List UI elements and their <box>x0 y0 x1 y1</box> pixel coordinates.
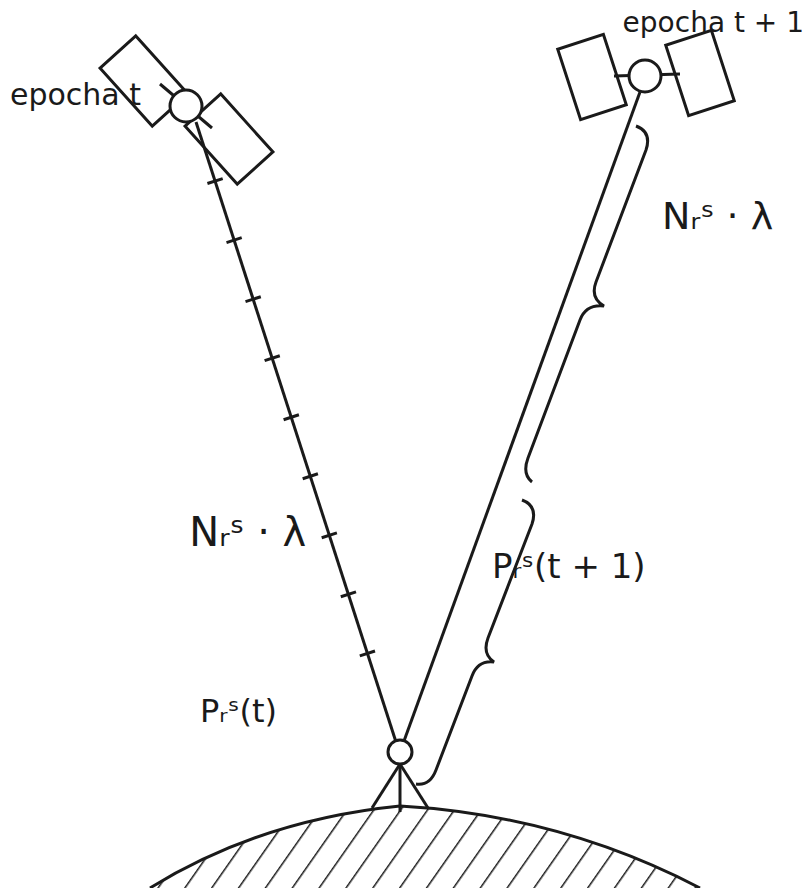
tick-mark <box>207 179 222 184</box>
receiver <box>388 740 412 764</box>
tick-mark <box>360 651 375 656</box>
brace-ambiguity <box>526 126 648 482</box>
satellite-t1 <box>558 30 735 119</box>
ground-outline <box>150 806 700 888</box>
epoch-label: epocha t <box>10 78 141 111</box>
tick-mark <box>284 415 299 420</box>
ambiguity-label: Nᵣˢ · λ <box>189 510 306 554</box>
tick-mark <box>265 356 280 361</box>
wavelength-ticks <box>207 179 375 656</box>
range-label: Pᵣˢ(t) <box>200 694 277 729</box>
tick-mark <box>246 297 261 302</box>
epoch-label: epocha t + 1 <box>623 8 804 39</box>
signal-line-t <box>196 122 396 742</box>
tick-mark <box>322 533 337 538</box>
ground-hatching <box>140 790 720 888</box>
tick-mark <box>341 592 356 597</box>
brace-range <box>416 500 534 784</box>
tick-mark <box>303 474 318 479</box>
tick-mark <box>227 238 242 243</box>
range-label: Pᵣˢ(t + 1) <box>492 548 646 585</box>
ambiguity-label: Nᵣˢ · λ <box>662 196 773 238</box>
signal-line-t1 <box>404 92 640 741</box>
